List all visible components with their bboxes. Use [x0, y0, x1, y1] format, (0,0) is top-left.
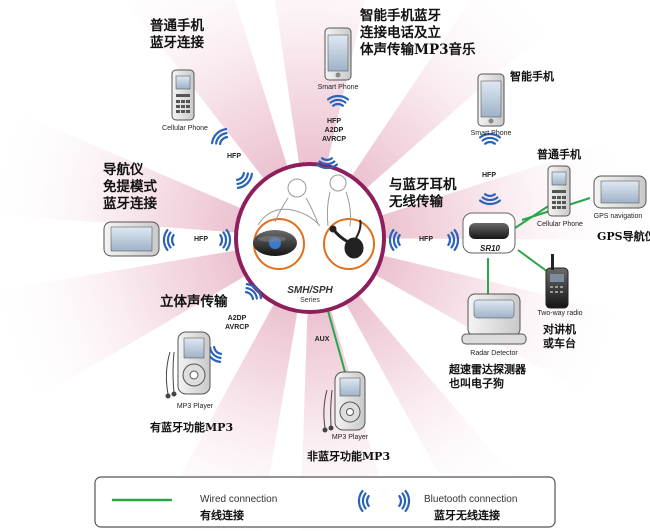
two-way-radio [545, 254, 569, 309]
bt-wave-smartphone-right-a [479, 132, 501, 145]
cellular-phone-right [547, 165, 571, 217]
legend-wired-zh: 有线连接 [200, 509, 244, 522]
gps-left [103, 221, 160, 257]
mp3-player-wired [322, 371, 366, 433]
bt-wave-sr10-b [447, 229, 460, 251]
mp3-player-bt [165, 331, 211, 399]
cellular-right-en: Cellular Phone [537, 221, 583, 228]
bt-wave-cellular-left-a [211, 128, 229, 146]
sr10-protocols: HFP [419, 236, 433, 243]
gps-left-zh: 导航仪 免提模式 蓝牙连接 [103, 162, 157, 212]
smartphone-top-zh: 智能手机蓝牙 连接电话及立 体声传输MP3音乐 [360, 8, 476, 58]
radio-zh: 对讲机 或车台 [543, 323, 576, 350]
mp3-bt-en: MP3 Player [176, 403, 214, 410]
legend-wave-left [357, 490, 370, 512]
cellular-left-zh: 普通手机 蓝牙连接 [150, 18, 204, 51]
series-label: Series [300, 297, 320, 304]
radar-en: Radar Detector [470, 350, 518, 357]
smartphone-top-en: Smart Phone [317, 84, 359, 91]
gps-right-zh: GPS导航仪 [597, 230, 650, 243]
mp3-bt-heading: 立体声传输 [160, 294, 228, 310]
mp3-wired-zh: 非蓝牙功能MP3 [307, 450, 391, 463]
bt-wave-smartphone-top-a [327, 94, 349, 107]
boom-microphone-icon [329, 219, 364, 259]
mp3-bt-protocols: A2DP AVRCP [225, 315, 249, 331]
smart-phone-right [477, 73, 505, 127]
legend-wired-en: Wired connection [200, 494, 278, 505]
mp3-bt-zh: 有蓝牙功能MP3 [150, 421, 234, 434]
legend-bt-en: Bluetooth connection [424, 494, 518, 505]
bluetooth-legend-icon [357, 490, 411, 512]
legend-wave-right [398, 490, 411, 512]
gps-right-en: GPS navigation [593, 213, 643, 220]
sr10-label: SR10 [479, 244, 500, 253]
mp3-wired-en: MP3 Player [331, 434, 369, 441]
cellular-right-zh: 普通手机 [537, 148, 581, 161]
bluetooth-headset-icon [253, 230, 297, 256]
bt-wave-gps-left-b [219, 229, 232, 251]
mp3-wired-protocols: AUX [314, 336, 330, 343]
bluetooth-waves [162, 94, 501, 363]
radar-zh: 超速雷达探测器 也叫电子狗 [449, 363, 526, 390]
wired-connections [324, 197, 591, 373]
cellular-phone-left [171, 69, 195, 121]
radar-detector [461, 293, 527, 345]
product-label: SMH/SPH [287, 285, 333, 296]
bt-wave-sr10-a [388, 229, 401, 251]
sr10-zh: 与蓝牙耳机 无线传输 [389, 177, 457, 210]
sr10-adapter [462, 212, 516, 254]
smartphone-right-zh: 智能手机 [510, 70, 554, 83]
legend-bt-zh: 蓝牙无线连接 [434, 509, 500, 522]
smartphone-right-en: Smart Phone [470, 130, 512, 137]
bt-wave-cellular-left-b [235, 171, 253, 189]
gps-left-protocols: HFP [194, 236, 208, 243]
smartphone-right-protocols: HFP [482, 172, 496, 179]
cellular-left-en: Cellular Phone [162, 125, 208, 132]
cellular-left-protocols: HFP [227, 153, 241, 160]
smartphone-top-protocols: HFP A2DP AVRCP [322, 118, 346, 143]
gps-right [593, 175, 647, 209]
bt-wave-mp3-bt-b [244, 283, 262, 301]
legend-box [94, 476, 556, 528]
bt-wave-smartphone-top-b [316, 157, 338, 170]
smart-phone-top [324, 27, 352, 81]
radio-en: Two-way radio [537, 310, 583, 317]
bt-wave-gps-left-a [162, 229, 175, 251]
bt-wave-smartphone-right-b [479, 193, 501, 206]
